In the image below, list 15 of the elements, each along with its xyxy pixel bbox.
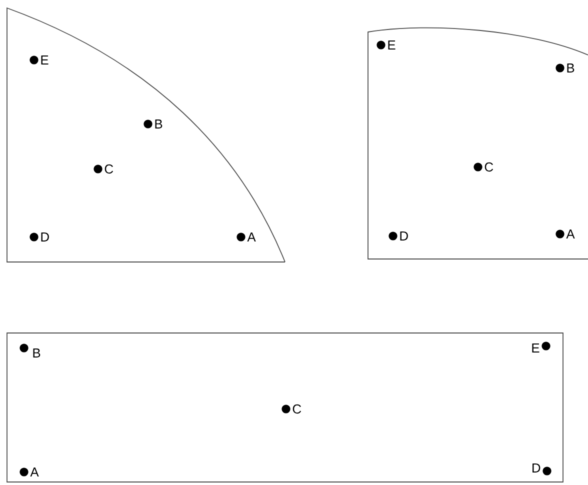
labeled-point: A (556, 230, 575, 238)
labeled-point: A (20, 468, 39, 476)
labeled-point: C (282, 404, 302, 414)
labeled-point: E (30, 56, 48, 64)
labeled-point: C (94, 164, 114, 174)
labeled-point: A (236, 232, 256, 242)
labeled-point: B (20, 344, 40, 358)
labeled-point: E (532, 342, 550, 352)
labeled-point: B (556, 64, 574, 72)
labeled-point: D (388, 232, 408, 240)
labeled-point: D (532, 464, 552, 476)
labeled-point: B (144, 120, 162, 128)
labeled-point: C (474, 162, 494, 172)
labeled-point: D (30, 232, 49, 242)
labeled-point: E (376, 40, 396, 50)
